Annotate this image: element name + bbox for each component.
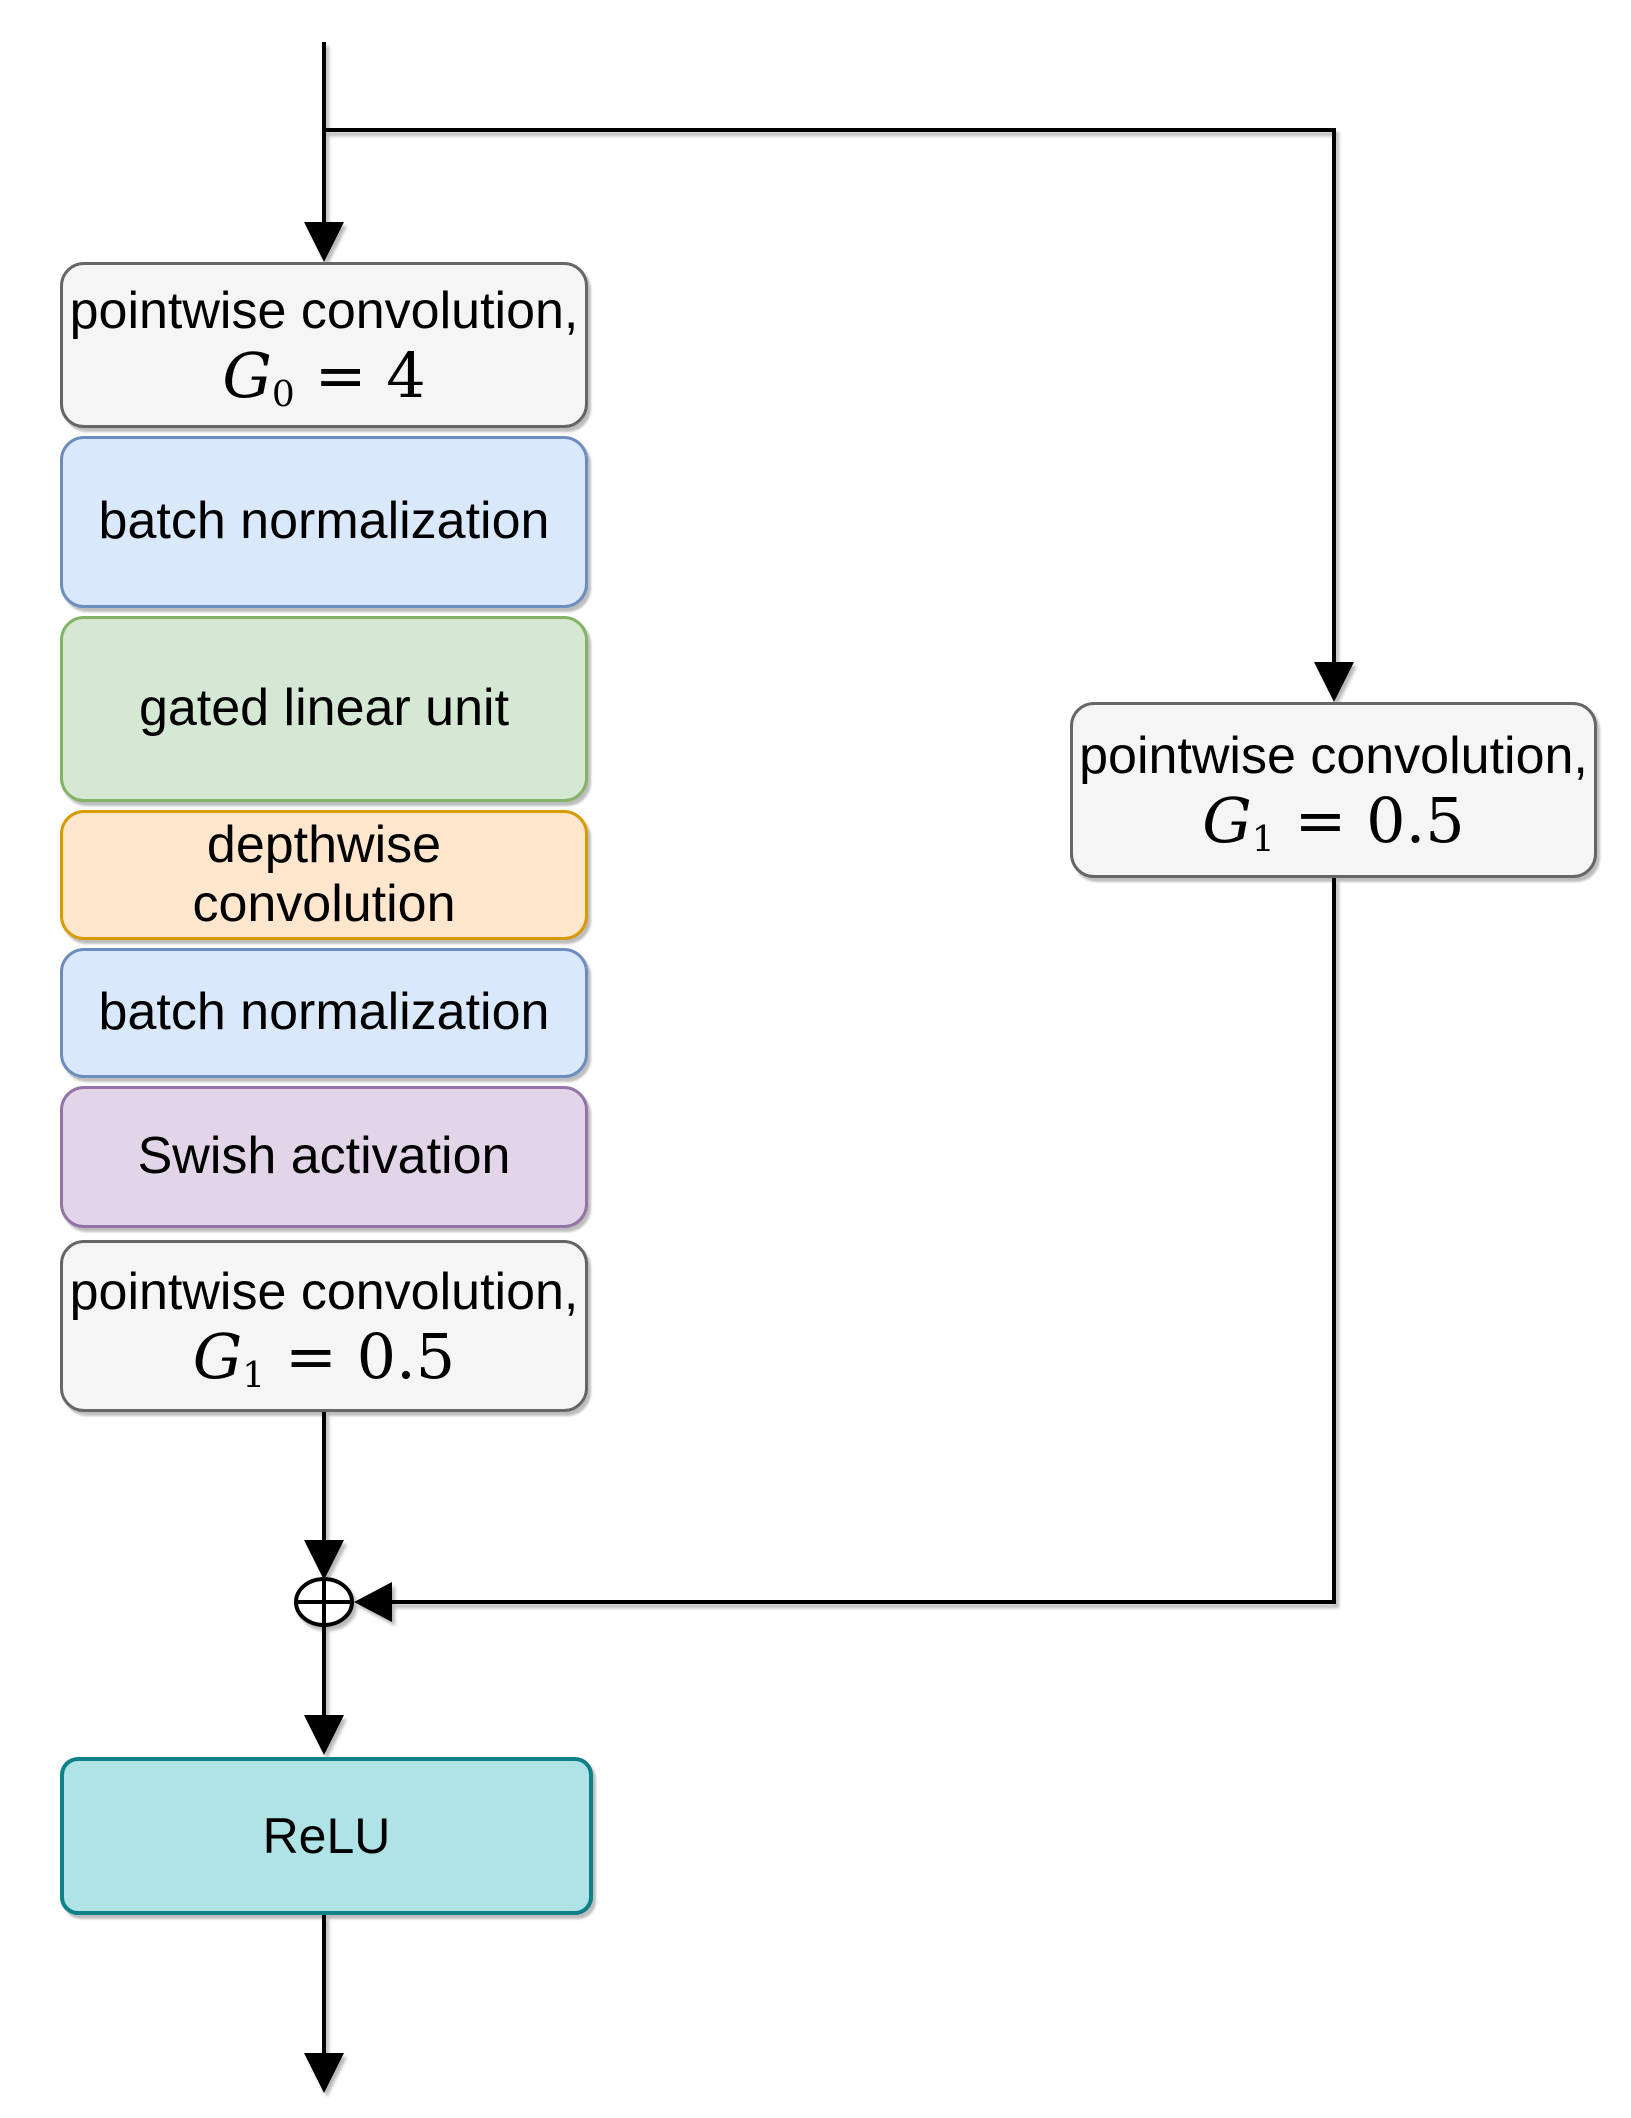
edge-skip-return [392,878,1336,1604]
node-pointwise-conv-g0: pointwise convolution, G0= 4 [60,262,588,428]
node-batch-norm-2: batch normalization [60,948,588,1078]
node-label: convolution [192,875,456,933]
arrowhead-main-into-adder [304,1540,344,1580]
arrowhead-skip-into-adder [354,1582,392,1622]
arrowhead-into-pw0 [304,222,344,262]
node-label: pointwise convolution, [69,281,579,340]
node-swish-activation: Swish activation [60,1086,588,1228]
arrowhead-into-relu [304,1715,344,1755]
arrowhead-into-skip-pw [1314,662,1354,702]
node-label: depthwise [206,815,442,874]
add-operator-icon [294,1577,354,1627]
edge-skip-branch [324,128,1336,664]
node-math-label: G0= 4 [222,339,426,416]
node-label: ReLU [262,1807,391,1864]
node-gated-linear-unit: gated linear unit [60,616,588,802]
arrowhead-output [304,2053,344,2093]
node-label: pointwise convolution, [69,1262,579,1321]
node-label: pointwise convolution, [1079,726,1588,785]
node-math-label: G1= 0.5 [1202,784,1465,861]
node-batch-norm-1: batch normalization [60,436,588,608]
node-label: gated linear unit [138,679,510,738]
node-label: batch normalization [98,983,550,1042]
node-pointwise-conv-g1: pointwise convolution, G1= 0.5 [60,1240,588,1412]
node-depthwise-conv: depthwise convolution [60,810,588,940]
node-skip-pointwise-conv: pointwise convolution, G1= 0.5 [1070,702,1597,878]
node-relu: ReLU [60,1757,593,1915]
node-label: batch normalization [98,492,550,551]
node-math-label: G1= 0.5 [192,1320,456,1397]
node-label: Swish activation [137,1127,511,1186]
